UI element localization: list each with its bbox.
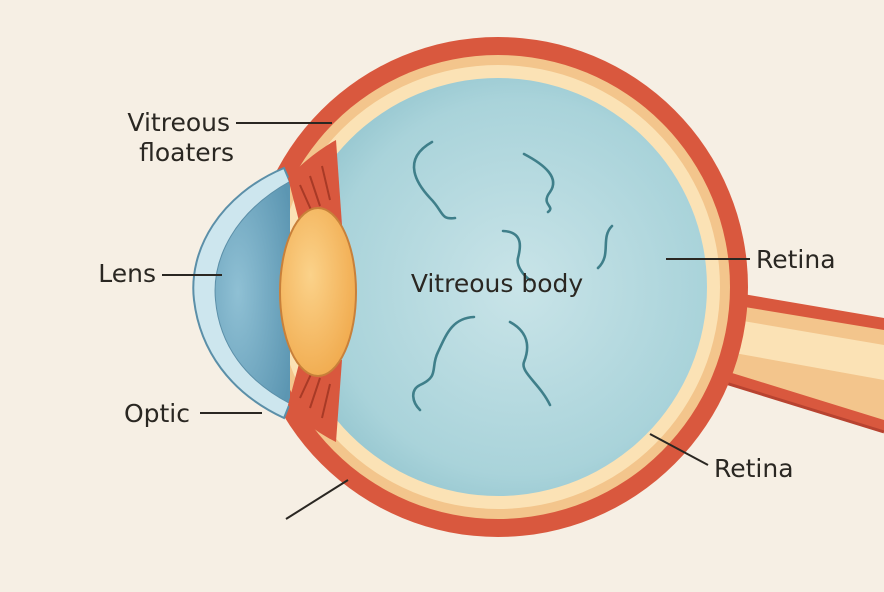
floater [501,229,532,282]
floater [522,152,555,214]
label-retina-lower: Retina [714,454,794,483]
ciliary-body [288,140,342,442]
label-optic: Optic [124,399,190,428]
leader-unlabeled [285,479,349,520]
floaters [411,140,614,412]
floater [508,320,552,407]
iris [215,182,290,403]
floater [412,140,457,220]
label-vitreous-floaters-line1: Vitreous [127,108,230,137]
vitreous-chamber [289,78,707,496]
lens-shape [279,207,357,377]
floater [411,315,476,412]
leader-retina-lower [649,433,709,466]
label-lens: Lens [98,259,156,288]
label-vitreous-body: Vitreous body [411,269,584,298]
floater [596,224,614,270]
label-retina-upper: Retina [756,245,836,274]
label-vitreous-floaters-line2: floaters [139,138,234,167]
